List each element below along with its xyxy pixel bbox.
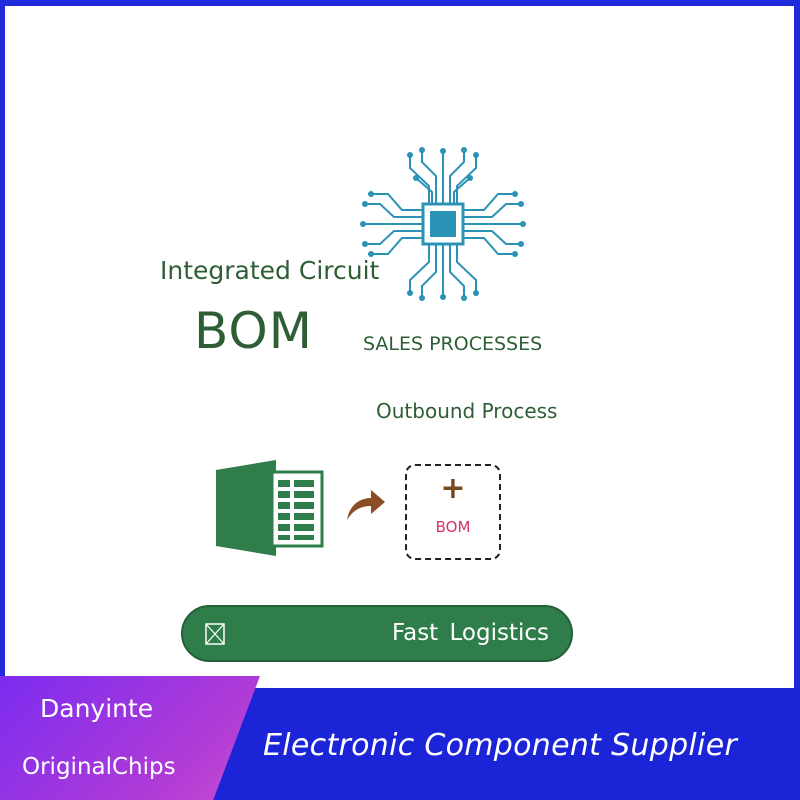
add-bom-box[interactable]: + BOM <box>405 464 501 560</box>
plus-icon: + <box>440 471 466 506</box>
integrated-circuit-title: Integrated Circuit <box>160 256 380 285</box>
outbound-process-label: Outbound Process <box>376 399 558 423</box>
supplier-tagline: Electronic Component Supplier <box>263 728 738 763</box>
box-x-icon <box>205 623 225 645</box>
right-border <box>794 0 800 800</box>
curved-arrow-icon <box>347 490 385 520</box>
bom-heading: BOM <box>194 302 313 360</box>
circuit-chip-icon <box>360 147 526 301</box>
left-border <box>0 0 5 800</box>
top-border <box>0 0 800 6</box>
brand-block <box>0 676 260 800</box>
brand-name: Danyinte <box>40 694 154 723</box>
fast-logistics-banner: Fast Logistics <box>181 605 573 662</box>
brand-subtitle: OriginalChips <box>22 754 176 780</box>
spreadsheet-icon <box>216 460 324 556</box>
fast-logistics-label: Fast Logistics <box>391 620 549 646</box>
sales-processes-label: SALES PROCESSES <box>363 333 543 355</box>
bom-box-label: BOM <box>435 518 471 536</box>
